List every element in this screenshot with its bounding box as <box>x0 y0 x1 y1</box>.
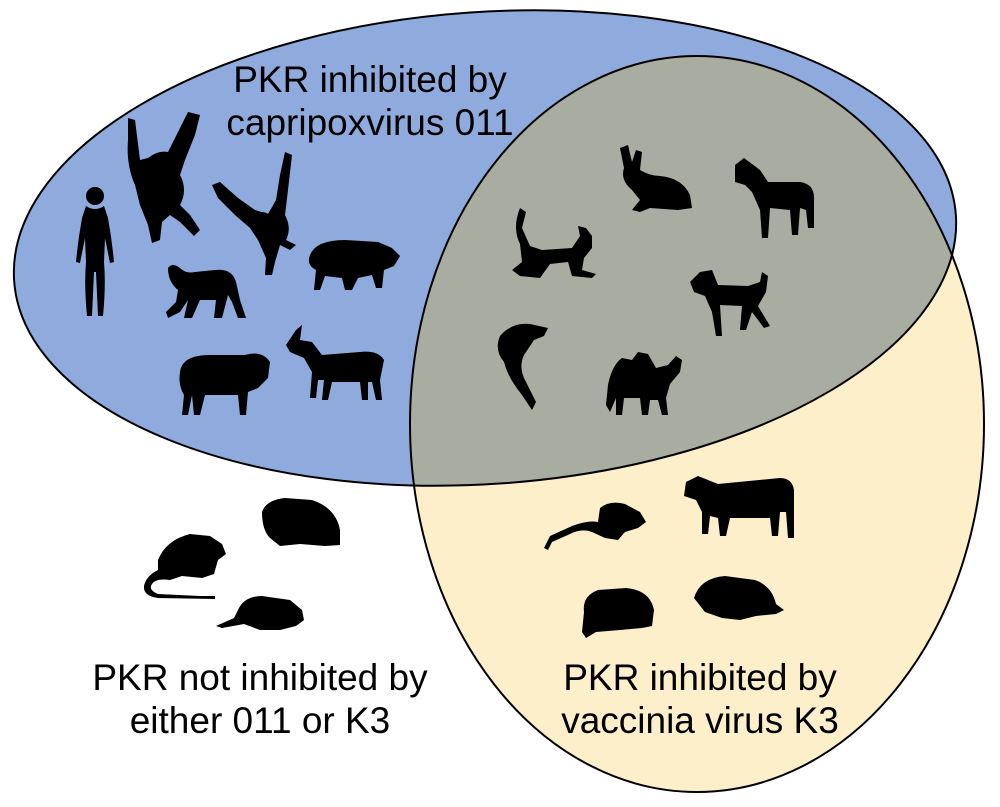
goat-icon <box>286 325 384 400</box>
cat-icon <box>512 208 596 278</box>
guinea-pig-icon <box>694 576 784 620</box>
capripoxvirus-set-label: PKR inhibited by capripoxvirus 011 <box>170 58 570 144</box>
hamster-icon <box>582 588 654 638</box>
gerbil-icon <box>216 596 304 630</box>
capripoxvirus-set-outline <box>12 9 958 487</box>
camel-icon <box>606 352 682 415</box>
orangutan-icon <box>127 112 200 243</box>
neither-set-label: PKR not inhibited by either 011 or K3 <box>60 656 460 742</box>
lemur-icon <box>497 323 548 410</box>
vaccinia-label-line2: vaccinia virus K3 <box>561 700 839 741</box>
human-icon <box>76 187 114 316</box>
capripoxvirus-label-line2: capripoxvirus 011 <box>226 102 514 143</box>
rat-icon <box>143 534 226 599</box>
horse-icon <box>735 158 815 238</box>
mouse-icon <box>544 502 646 550</box>
vaccinia-set-label: PKR inhibited by vaccinia virus K3 <box>500 656 900 742</box>
pig-icon <box>308 240 400 290</box>
vaccinia-label-line1: PKR inhibited by <box>563 657 837 698</box>
macaque-icon <box>166 265 246 318</box>
neither-label-line1: PKR not inhibited by <box>92 657 428 698</box>
sheep-icon <box>179 353 270 415</box>
rabbit-icon <box>620 145 692 212</box>
vaccinia-set-outline <box>409 55 985 793</box>
cow-icon <box>684 476 794 538</box>
hamster-icon <box>262 498 340 546</box>
dog-icon <box>690 270 770 336</box>
overlap-region <box>410 56 973 517</box>
gibbon-icon <box>212 152 296 275</box>
capripoxvirus-label-line1: PKR inhibited by <box>233 59 507 100</box>
neither-label-line2: either 011 or K3 <box>129 700 391 741</box>
